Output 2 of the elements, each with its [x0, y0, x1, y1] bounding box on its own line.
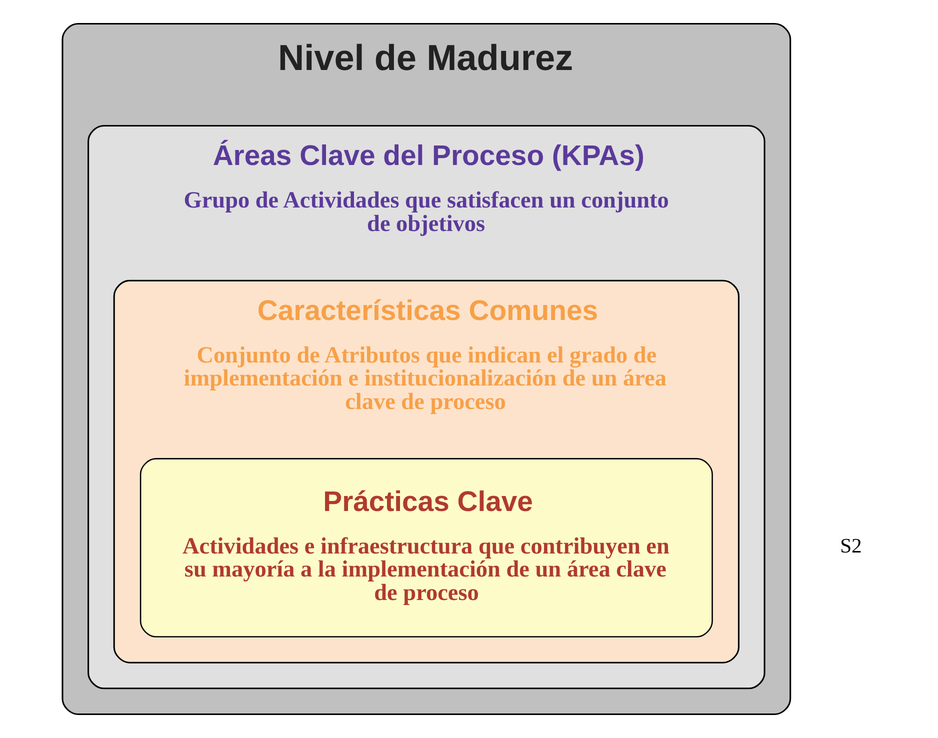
- label: S2: [840, 536, 862, 558]
- node-box: Prácticas Clave Actividades e infraestructura que contribuyen en su mayoría a la implementación de un área clave de proceso: [140, 458, 713, 638]
